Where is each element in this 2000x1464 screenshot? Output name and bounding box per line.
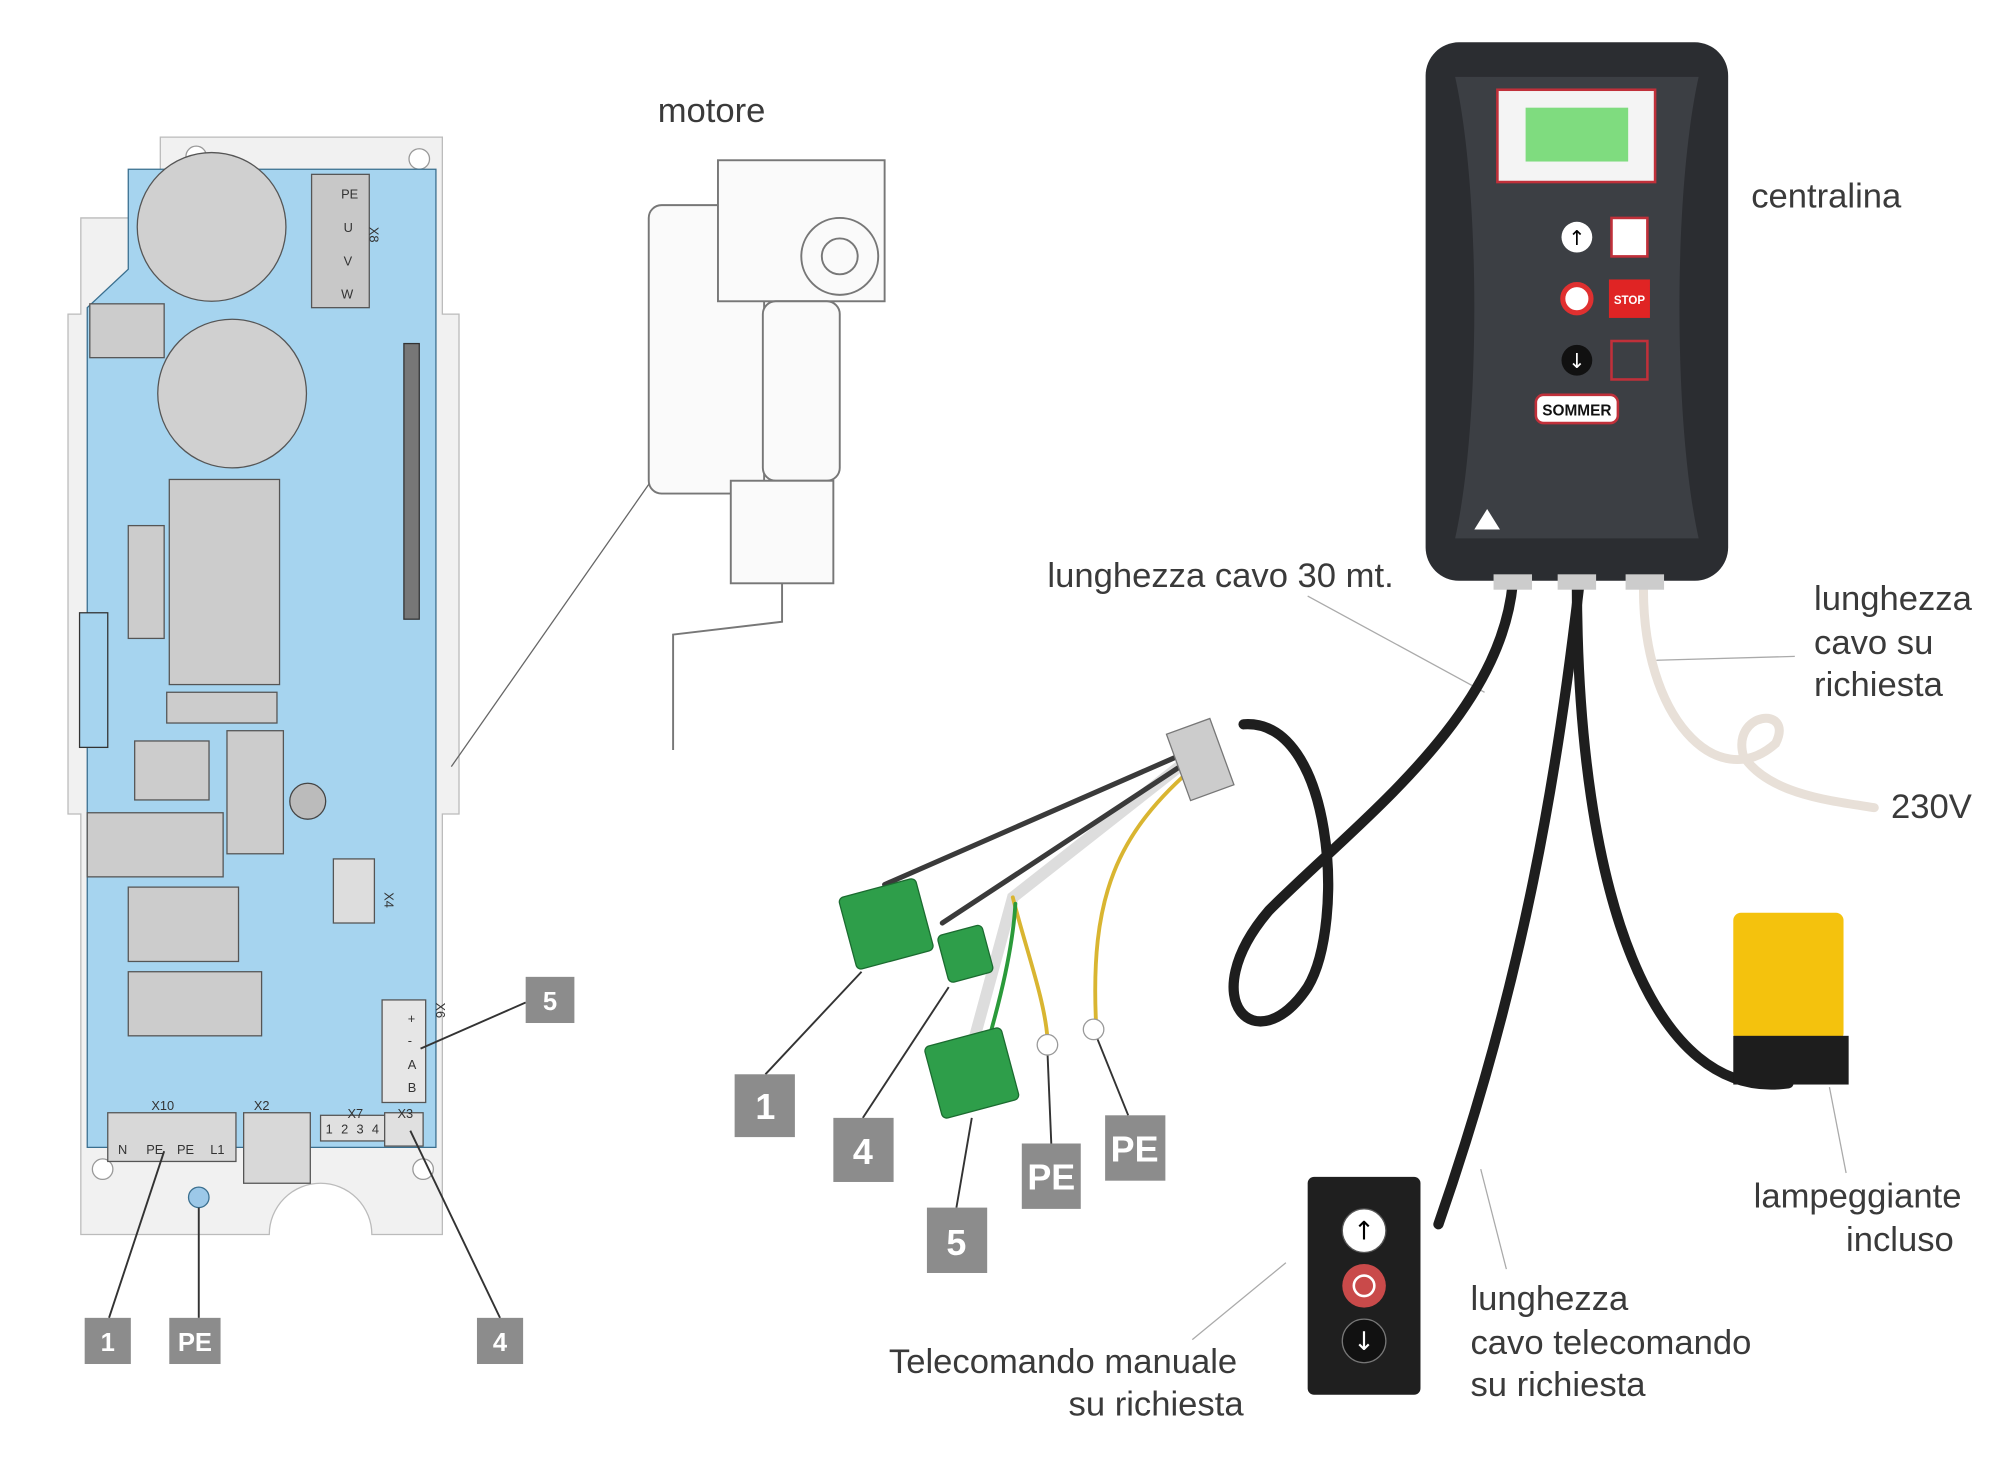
cables [882, 578, 1879, 1230]
label-remote-cable: lunghezza [1470, 1280, 1629, 1318]
badge-1: 1 [755, 1087, 775, 1127]
leader-lines [108, 467, 1847, 1341]
sommer-logo: SOMMER [1542, 402, 1611, 419]
x6-label: X6 [433, 1002, 448, 1018]
connector-1 [838, 878, 934, 970]
badge-4: 4 [493, 1329, 508, 1357]
stop-button-icon [1342, 1264, 1386, 1308]
badge-pe: PE [1027, 1158, 1075, 1198]
x6-pin: A [408, 1057, 417, 1072]
label-cable-request: lunghezza [1814, 580, 1973, 618]
x10-pin-n: N [118, 1142, 127, 1157]
x7-pin: 3 [356, 1121, 363, 1136]
pcb-badges: 5 1 PE 4 [84, 976, 575, 1365]
stop-circle-icon [1560, 282, 1594, 316]
label-remote-cable: cavo telecomando [1470, 1324, 1751, 1362]
x2-label: X2 [254, 1098, 270, 1113]
svg-text:↑: ↑ [1568, 226, 1585, 250]
x7-label: X7 [347, 1106, 363, 1121]
warning-icon [1474, 508, 1500, 530]
x10-label: X10 [151, 1098, 174, 1113]
pcb-board: PE U V W X8 X10 N PE PE L1 X2 X7 1 2 3 4… [67, 136, 460, 1236]
connector-5 [924, 1027, 1020, 1119]
x7-pin: 1 [326, 1121, 333, 1136]
label-control-unit: centralina [1751, 178, 1902, 216]
label-cable-30m: lunghezza cavo 30 mt. [1047, 557, 1393, 595]
motor-illustration [647, 159, 886, 750]
label-cable-request: richiesta [1814, 666, 1944, 704]
badge-4: 4 [853, 1132, 873, 1172]
connectors [838, 878, 1020, 1119]
remote-control: ↑ ↓ [1307, 1176, 1421, 1395]
x7-pin: 2 [341, 1121, 348, 1136]
svg-text:↓: ↓ [1568, 349, 1585, 373]
label-cable-request: cavo su [1814, 624, 1933, 662]
label-flasher: lampeggiante [1754, 1178, 1962, 1216]
up-button-icon [1341, 1208, 1387, 1254]
badge-5: 5 [946, 1223, 966, 1263]
badge-1: 1 [101, 1329, 115, 1357]
label-230v: 230V [1891, 788, 1972, 826]
svg-text:↓: ↓ [1353, 1327, 1374, 1357]
x10-pin-pe2: PE [177, 1142, 194, 1157]
labels: motore centralina lunghezza cavo 30 mt. … [658, 92, 1973, 1423]
x8-pin-w: W [341, 287, 354, 302]
x8-pin-v: V [344, 253, 353, 268]
x6-pin: + [408, 1011, 415, 1026]
x10-pin-pe1: PE [146, 1142, 163, 1157]
down-arrow-icon [1561, 344, 1593, 376]
badge-5: 5 [543, 988, 557, 1016]
x8-pin-pe: PE [341, 187, 358, 202]
pe-ring-terminal [1082, 1018, 1105, 1041]
label-remote: Telecomando manuale [889, 1343, 1237, 1381]
label-motor: motore [658, 92, 766, 130]
connector-badges: 1 4 5 PE PE [734, 1074, 1166, 1273]
x4-label: X4 [382, 892, 397, 908]
x3-label: X3 [397, 1106, 413, 1121]
x6-pin: B [408, 1080, 417, 1095]
label-flasher: incluso [1846, 1221, 1954, 1259]
pe-ground-point [187, 1186, 210, 1209]
badge-pe: PE [178, 1329, 212, 1357]
x8-label: X8 [366, 227, 381, 243]
x6-pin: - [408, 1033, 412, 1048]
pe-ring-terminal [1036, 1033, 1059, 1056]
x8-pin-u: U [344, 220, 353, 235]
control-unit: ↑ STOP ↓ SOMMER [1425, 42, 1729, 590]
label-remote-cable: su richiesta [1470, 1366, 1646, 1404]
flashing-light [1733, 912, 1849, 1085]
connector-4 [937, 924, 994, 983]
up-arrow-icon [1561, 221, 1593, 253]
x10-pin-l1: L1 [210, 1142, 224, 1157]
down-button-icon [1341, 1318, 1387, 1364]
cable-gland [1165, 717, 1235, 802]
x7-pin: 4 [372, 1121, 379, 1136]
label-remote: su richiesta [1069, 1385, 1245, 1423]
stop-button-label: STOP [1614, 295, 1645, 307]
badge-pe: PE [1111, 1129, 1159, 1169]
svg-text:↑: ↑ [1353, 1217, 1374, 1247]
